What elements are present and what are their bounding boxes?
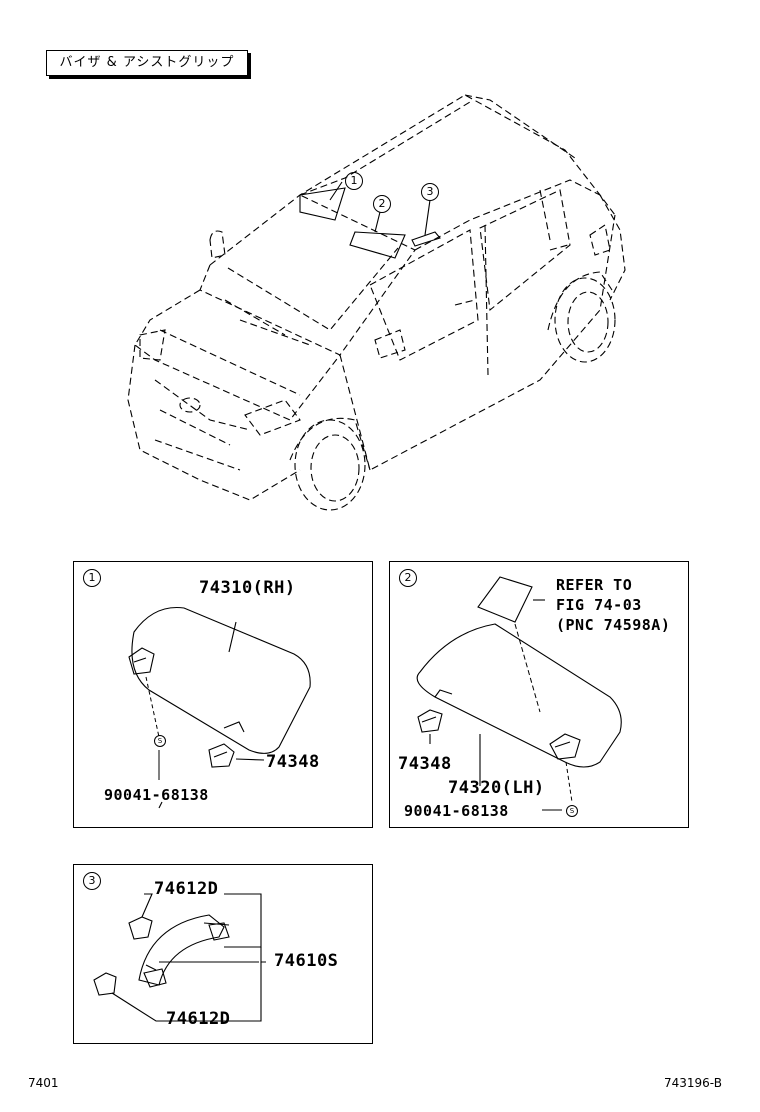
diagram-title: バイザ & アシストグリップ [46,50,248,76]
part-number-74320-lh: 74320(LH) [448,778,545,798]
screw-symbol-2: S [566,805,578,817]
part-number-74612d-bottom: 74612D [166,1009,231,1029]
part-number-74610s: 74610S [274,951,339,971]
visor-rh-drawing [128,606,311,809]
car-callout-2: 2 [373,195,391,213]
part-number-74310-rh: 74310(RH) [199,578,296,598]
visor-lh-drawing [416,576,622,811]
part-number-74612d-top: 74612D [154,879,219,899]
car-callout-1: 1 [345,172,363,190]
footer-left-code: 7401 [28,1076,59,1090]
footer-right-code: 743196-B [664,1076,722,1090]
refer-line-3: (PNC 74598A) [556,616,671,634]
panel-1-number: 1 [83,569,101,587]
panel-2-sun-visor-lh: 2 S REFER TO FIG 74-03 (PNC 74598A) 7434… [389,561,689,828]
screw-symbol-1: S [154,735,166,747]
panel-3-number: 3 [83,872,101,890]
part-number-74348-lh: 74348 [398,754,452,774]
part-number-90041-68138-rh: 90041-68138 [104,786,209,804]
panel-3-assist-grip: 3 74612D 74610S 74612D [73,864,373,1044]
part-number-90041-68138-lh: 90041-68138 [404,802,509,820]
car-callout-3: 3 [421,183,439,201]
panel-2-number: 2 [399,569,417,587]
assist-grip-drawing [93,893,266,1022]
refer-line-2: FIG 74-03 [556,596,642,614]
panel-1-sun-visor-rh: 1 S 74310(RH) 74348 90041-68138 [73,561,373,828]
part-number-74348-rh: 74348 [266,752,320,772]
refer-line-1: REFER TO [556,576,633,594]
